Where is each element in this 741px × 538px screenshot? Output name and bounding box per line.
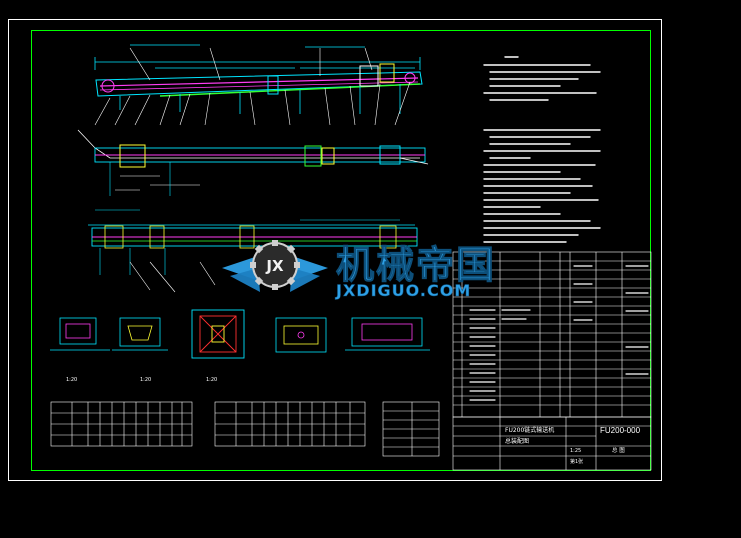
plan-view xyxy=(77,129,429,196)
part-number-header: 总 图 xyxy=(612,446,625,454)
watermark-chinese-text: 机械帝国 xyxy=(336,243,496,287)
parameter-table-right xyxy=(382,401,440,457)
watermark: JX 机械帝国 JXDIGUO.COM xyxy=(222,240,496,300)
parameter-table-middle xyxy=(214,401,366,447)
conveyor-body xyxy=(95,63,423,97)
parameter-table-left xyxy=(50,401,193,447)
technical-notes xyxy=(483,56,601,243)
drawing-title-line-1: FU200链式输送机 xyxy=(505,426,554,434)
inner-border xyxy=(31,30,651,471)
watermark-wings-icon xyxy=(222,256,328,292)
drawing-number: FU200-000 xyxy=(600,426,641,435)
outer-frame xyxy=(8,19,662,481)
watermark-gear-icon: JX xyxy=(250,240,300,290)
sheet-label: 第1张 xyxy=(570,458,583,465)
section-scale-a: 1:20 xyxy=(66,377,77,383)
main-elevation-view xyxy=(94,44,423,126)
section-scale-c: 1:20 xyxy=(206,377,217,383)
drawing-title-line-2: 总装配图 xyxy=(505,437,529,445)
section-details: 1:20 1:20 1:20 xyxy=(50,309,430,383)
title-block xyxy=(452,416,652,471)
watermark-english-text: JXDIGUO.COM xyxy=(335,281,471,300)
section-scale-b: 1:20 xyxy=(140,377,151,383)
watermark-badge: JX xyxy=(265,257,284,275)
drawing-scale: 1:25 xyxy=(570,448,581,454)
side-view xyxy=(88,209,418,293)
